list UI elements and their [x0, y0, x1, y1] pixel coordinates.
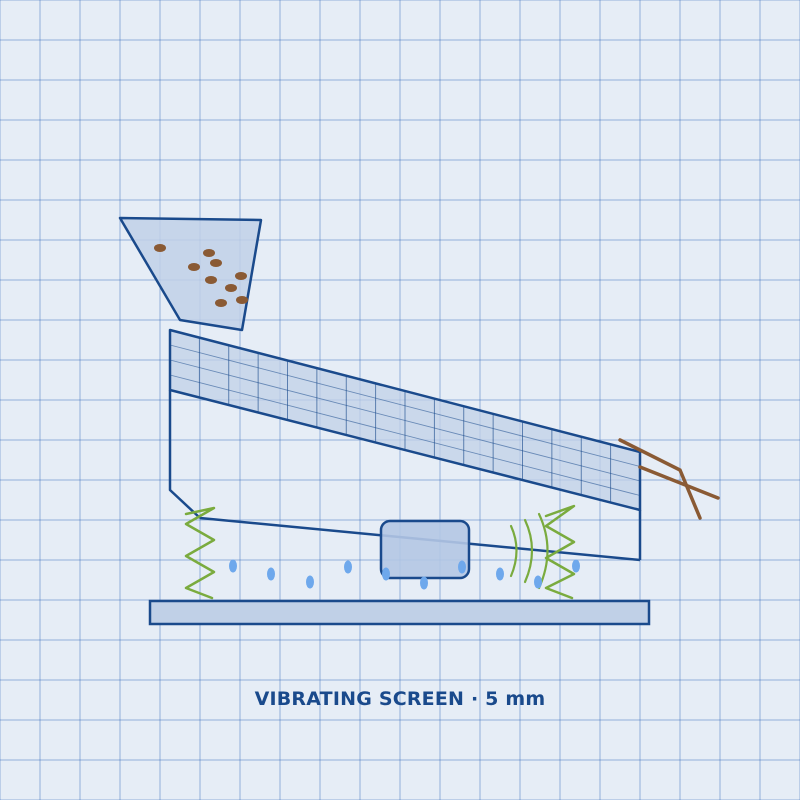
feed-particle	[235, 272, 247, 280]
undersize-drop	[267, 567, 275, 581]
deck-mesh	[169, 337, 641, 503]
undersize-drops	[229, 559, 580, 590]
oversize-stick-2	[638, 465, 720, 500]
undersize-drop	[344, 560, 352, 574]
feed-particle	[225, 284, 237, 292]
feed-particle	[203, 249, 215, 257]
undersize-drop	[534, 575, 542, 589]
feed-particle	[215, 299, 227, 307]
frame-left-side	[168, 390, 201, 519]
right-spring	[544, 504, 576, 600]
undersize-drop	[229, 559, 237, 573]
oversize-stick-1	[618, 438, 702, 520]
feed-particle	[236, 296, 248, 304]
vibration-wave-2	[523, 518, 534, 584]
feed-particles	[154, 244, 248, 307]
feed-particle	[205, 276, 217, 284]
feed-particle	[210, 259, 222, 267]
vibrator-motor	[379, 519, 471, 580]
left-spring	[184, 506, 216, 600]
undersize-drop	[572, 559, 580, 573]
base-plate	[148, 599, 651, 626]
undersize-drop	[382, 567, 390, 581]
feed-particle	[188, 263, 200, 271]
feed-hopper	[118, 216, 263, 332]
diagram-caption: VIBRATING SCREEN · 5 mm	[254, 688, 546, 710]
vibration-wave-1	[509, 524, 518, 578]
oversize-discharge	[618, 438, 720, 520]
undersize-drop	[458, 560, 466, 574]
feed-particle	[154, 244, 166, 252]
undersize-drop	[306, 575, 314, 589]
mesh-line	[169, 359, 641, 482]
mesh-line	[169, 344, 641, 467]
mesh-line	[169, 374, 641, 496]
screen-deck	[168, 328, 642, 512]
undersize-drop	[420, 576, 428, 590]
undersize-drop	[496, 567, 504, 581]
